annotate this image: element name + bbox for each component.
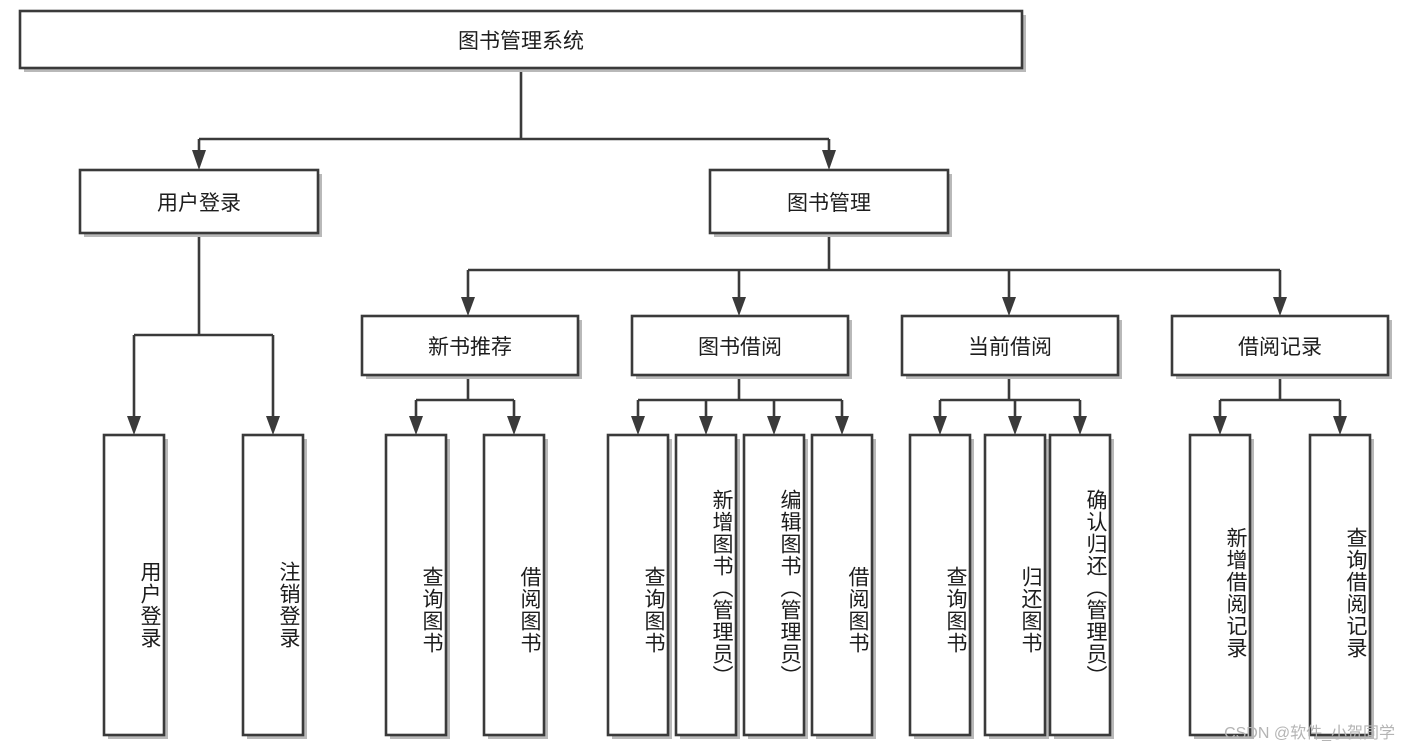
node-box-new-book-recommend[interactable] bbox=[360, 314, 580, 377]
arrow-nb-query bbox=[409, 416, 423, 435]
edge-group-bookmgmt bbox=[461, 233, 1287, 316]
node-boxes bbox=[18, 9, 1392, 739]
arrow-leaf-user-login bbox=[127, 416, 141, 435]
arrow-login bbox=[192, 150, 206, 170]
node-box-user-login[interactable] bbox=[78, 168, 320, 235]
node-box-leaf-borrow-book-1[interactable] bbox=[482, 433, 546, 737]
node-box-leaf-logout[interactable] bbox=[241, 433, 305, 737]
arrow-rc-query bbox=[1333, 416, 1347, 435]
node-box-leaf-query-book-3[interactable] bbox=[908, 433, 972, 737]
edge-group-root bbox=[192, 68, 836, 170]
arrow-record bbox=[1273, 297, 1287, 316]
arrow-borrow bbox=[732, 297, 746, 316]
arrow-bookmgmt bbox=[822, 150, 836, 170]
node-box-book-borrow[interactable] bbox=[630, 314, 850, 377]
edge-group-newbook bbox=[409, 375, 521, 435]
arrow-bo-lend bbox=[835, 416, 849, 435]
edge-group-login bbox=[127, 233, 280, 435]
arrow-cu-query bbox=[933, 416, 947, 435]
node-box-leaf-confirm-return[interactable] bbox=[1048, 433, 1112, 737]
edge-group-record bbox=[1213, 375, 1347, 435]
node-box-leaf-borrow-book-2[interactable] bbox=[810, 433, 874, 737]
csdn-watermark: CSDN @软件_小贺同学 bbox=[1224, 725, 1395, 742]
node-box-leaf-query-book-2[interactable] bbox=[606, 433, 670, 737]
arrow-bo-edit bbox=[767, 416, 781, 435]
node-box-root[interactable] bbox=[18, 9, 1024, 70]
node-box-leaf-return-book[interactable] bbox=[983, 433, 1047, 737]
node-box-leaf-query-record[interactable] bbox=[1308, 433, 1372, 737]
arrow-bo-add bbox=[699, 416, 713, 435]
arrow-rc-add bbox=[1213, 416, 1227, 435]
node-box-leaf-query-book-1[interactable] bbox=[384, 433, 448, 737]
node-box-leaf-add-record[interactable] bbox=[1188, 433, 1252, 737]
arrow-cu-confirm bbox=[1073, 416, 1087, 435]
node-box-book-management[interactable] bbox=[708, 168, 950, 235]
edge-group-current bbox=[933, 375, 1087, 435]
arrow-leaf-logout bbox=[266, 416, 280, 435]
arrow-nb-borrow bbox=[507, 416, 521, 435]
arrow-bo-query bbox=[631, 416, 645, 435]
node-box-borrow-record[interactable] bbox=[1170, 314, 1390, 377]
node-box-leaf-edit-book[interactable] bbox=[742, 433, 806, 737]
arrow-current bbox=[1002, 297, 1016, 316]
arrow-cu-return bbox=[1008, 416, 1022, 435]
arrow-newbook bbox=[461, 297, 475, 316]
node-box-leaf-user-login[interactable] bbox=[102, 433, 166, 737]
node-box-current-borrow[interactable] bbox=[900, 314, 1120, 377]
edge-group-borrow bbox=[631, 375, 849, 435]
node-box-leaf-add-book[interactable] bbox=[674, 433, 738, 737]
